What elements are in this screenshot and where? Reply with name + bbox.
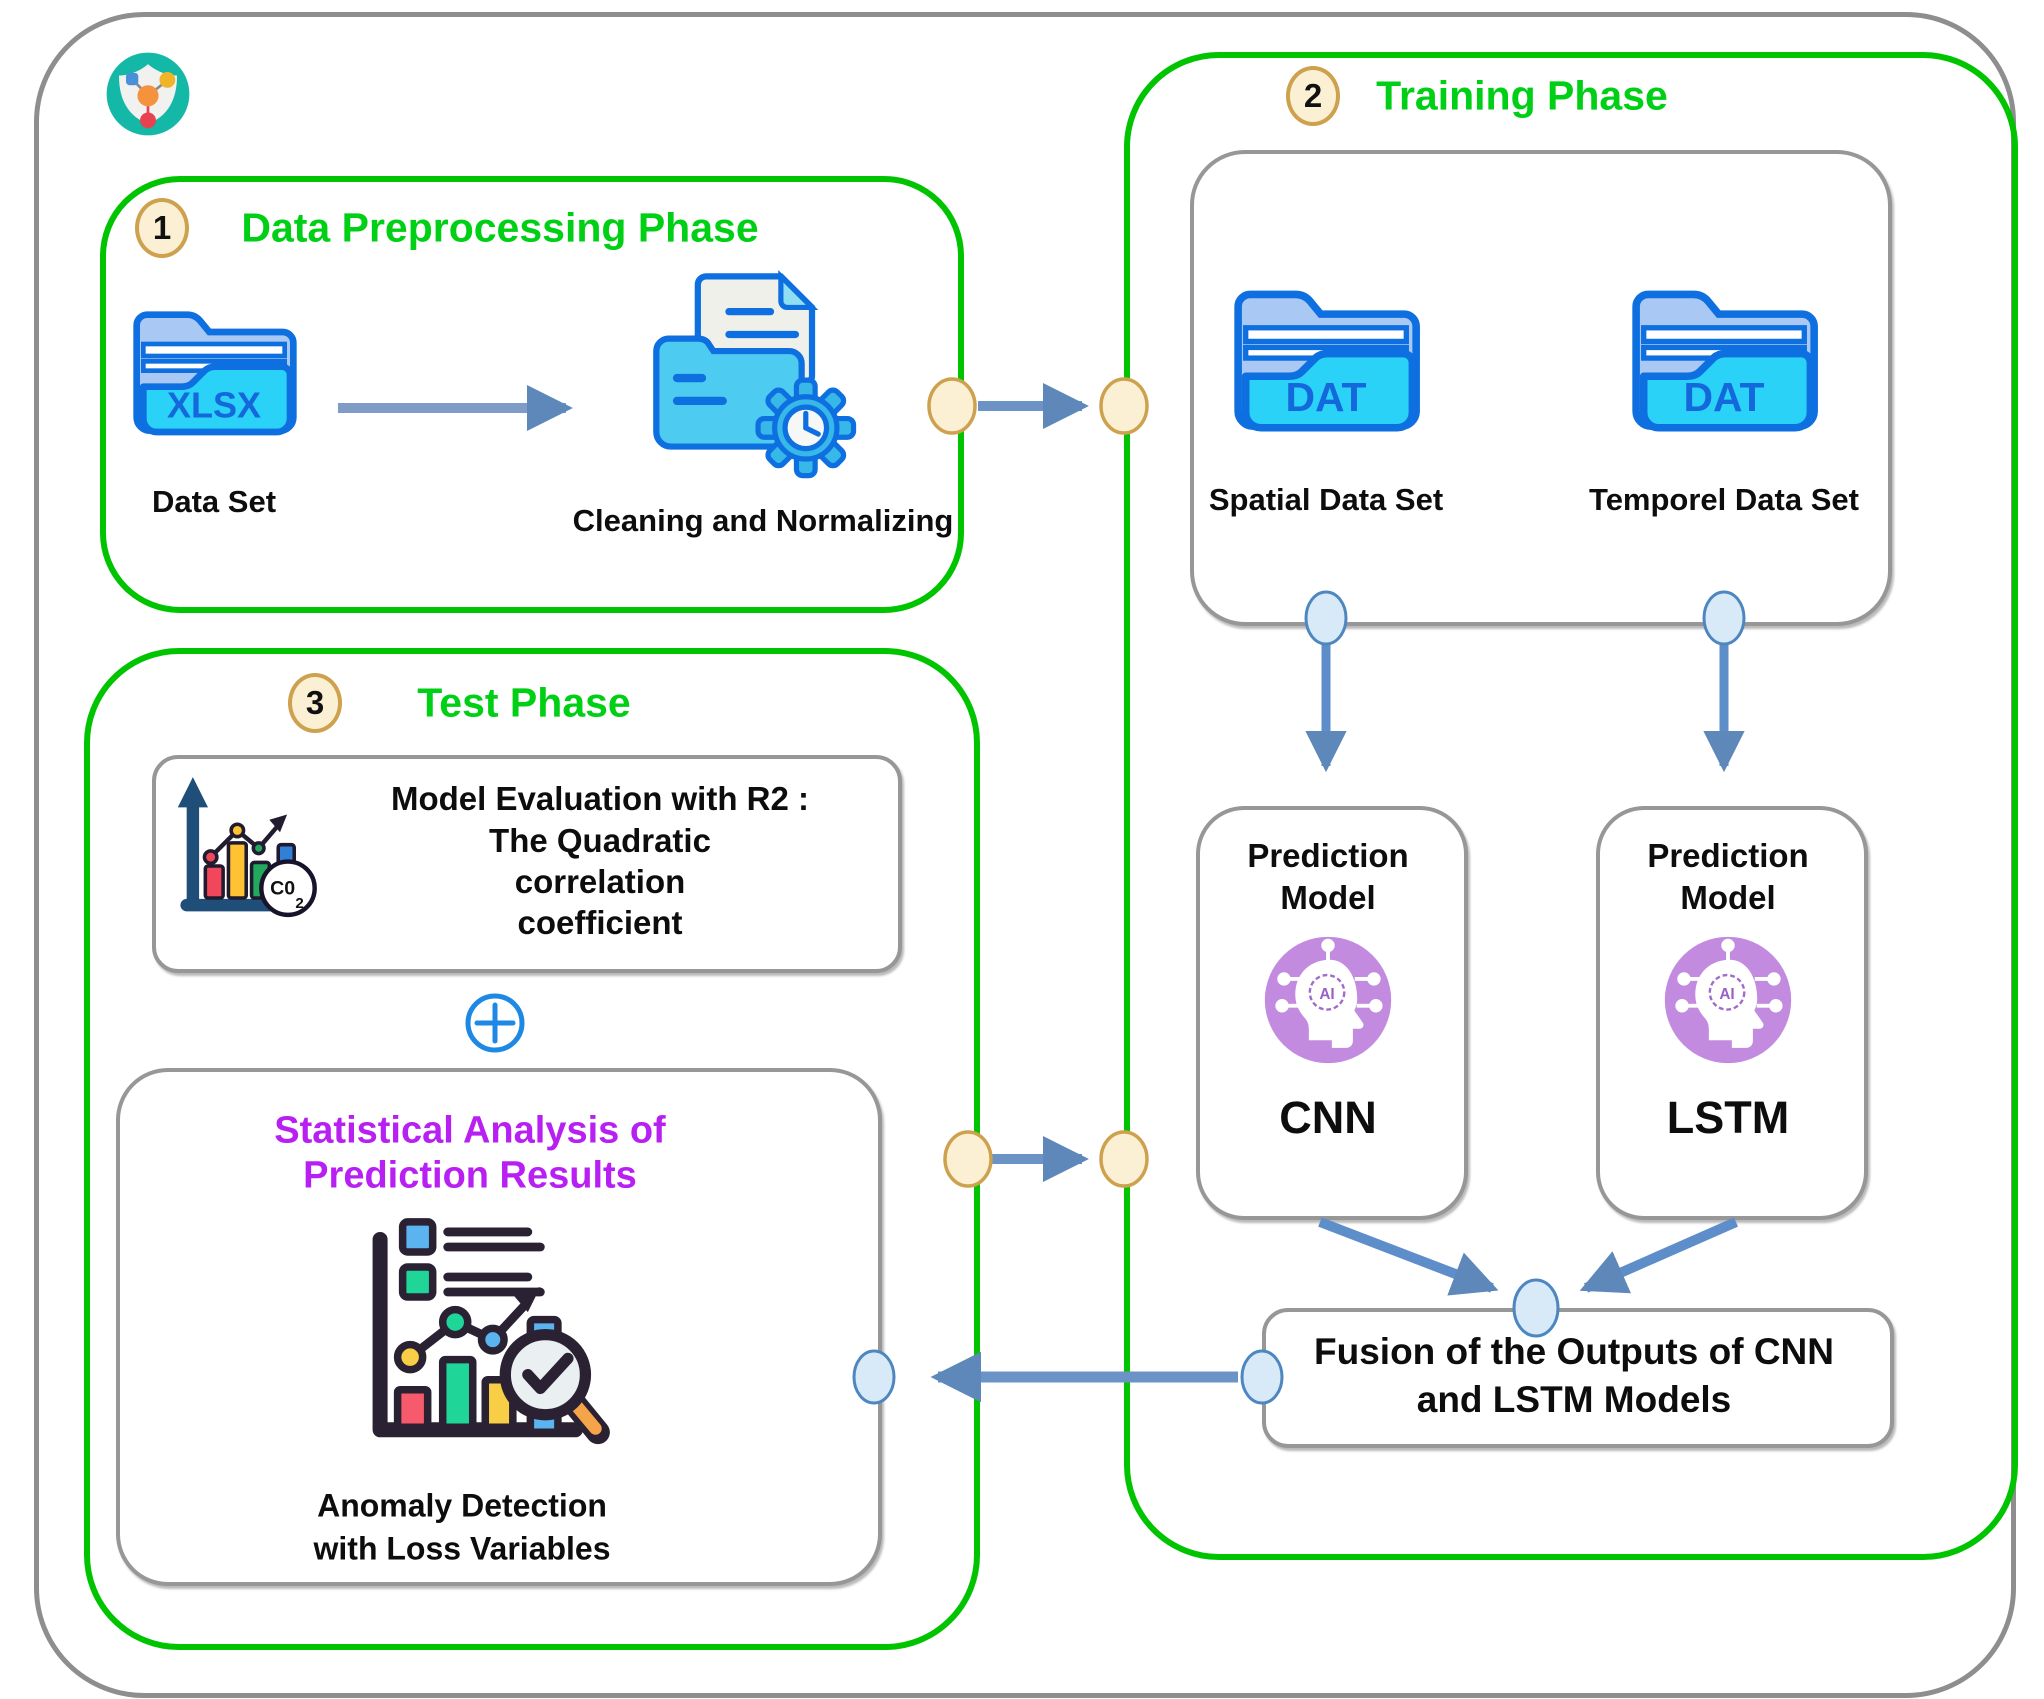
cnn-label: CNN (1279, 1092, 1377, 1143)
xlsx-folder-label: XLSX (167, 384, 261, 425)
lstm-box-title-line1: Prediction (1647, 837, 1809, 874)
cnn-ai-badge: AI (1319, 986, 1334, 1003)
lstm-ai-head-icon: AI (1664, 936, 1792, 1064)
training-phase-box (1124, 52, 2018, 1560)
model-evaluation-chart-icon: C0 2 (177, 777, 317, 918)
cnn-ai-head-icon: AI (1264, 936, 1392, 1064)
test-title: Test Phase (417, 679, 631, 726)
evaluation-line2: The Quadratic (489, 822, 711, 859)
xlsx-folder-icon: XLSX (133, 311, 297, 436)
badge-3: 3 (288, 673, 342, 733)
badge-2: 2 (1286, 66, 1340, 126)
badge-1: 1 (135, 198, 189, 258)
lstm-box-title-line2: Model (1680, 879, 1776, 916)
co2-subscript: 2 (295, 895, 303, 912)
anomaly-caption-line1: Anomaly Detection (317, 1487, 607, 1524)
cleaning-normalizing-icon (653, 270, 857, 479)
spatial-caption: Spatial Data Set (1208, 482, 1444, 517)
statistical-title-line1: Statistical Analysis of (274, 1109, 666, 1152)
fusion-box (1262, 1308, 1894, 1448)
anomaly-detection-icon (372, 1218, 610, 1445)
co2-label: C0 (270, 877, 295, 899)
temporal-folder-label: DAT (1683, 374, 1764, 420)
network-logo-icon (106, 52, 190, 136)
spatial-dat-folder-icon: DAT (1234, 290, 1420, 432)
temporal-dat-folder-icon: DAT (1632, 290, 1818, 432)
gear-clock-icon (755, 377, 857, 479)
lstm-label: LSTM (1666, 1092, 1790, 1143)
plus-icon (465, 993, 525, 1053)
evaluation-line4: coefficient (517, 904, 683, 941)
spatial-folder-label: DAT (1285, 374, 1366, 420)
temporal-caption: Temporel Data Set (1589, 482, 1859, 517)
cnn-box-title-line1: Prediction (1247, 837, 1409, 874)
lstm-ai-badge: AI (1719, 986, 1734, 1003)
fusion-label-line1: Fusion of the Outputs of CNN (1314, 1331, 1834, 1372)
dataset-caption: Data Set (151, 484, 277, 519)
preprocessing-title: Data Preprocessing Phase (241, 204, 759, 251)
cnn-box-title-line2: Model (1280, 879, 1376, 916)
evaluation-line1: Model Evaluation with R2 : (390, 780, 810, 817)
fusion-label-line2: and LSTM Models (1416, 1379, 1732, 1420)
training-title: Training Phase (1376, 72, 1668, 119)
anomaly-caption-line2: with Loss Variables (313, 1530, 611, 1567)
cleaning-caption: Cleaning and Normalizing (572, 503, 954, 538)
statistical-title-line2: Prediction Results (303, 1154, 637, 1197)
evaluation-line3: correlation (514, 863, 686, 900)
